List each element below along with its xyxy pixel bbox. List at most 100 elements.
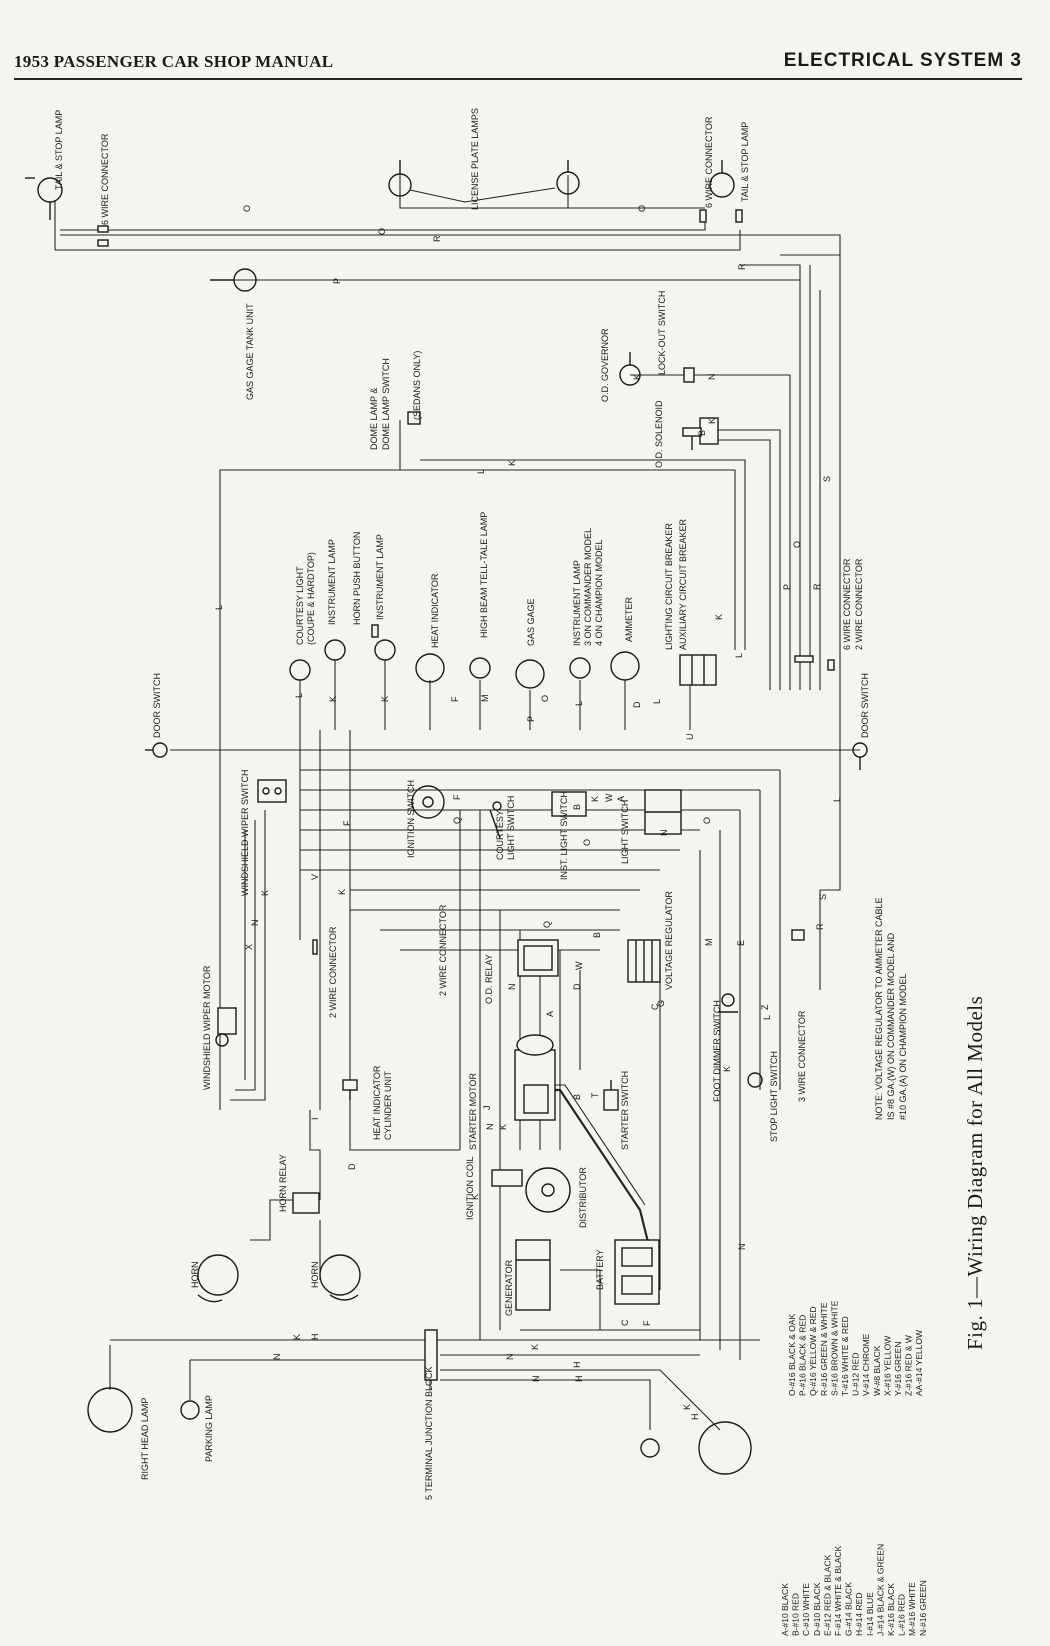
label-inst-light-switch: INST. LIGHT SWITCH (559, 791, 569, 880)
wire-letter: B (592, 932, 602, 938)
od-solenoid-icon (682, 417, 719, 450)
gas-gage-tank-unit-icon (210, 268, 257, 292)
battery-icon (614, 1239, 660, 1305)
wire-letter: R (737, 263, 747, 270)
label-two-wire-connector-lower: 2 WIRE CONNECTOR (328, 926, 338, 1018)
legend-entry: M-#16 WHITE (907, 1582, 917, 1636)
wire-letter: F (642, 1320, 652, 1326)
dome-lamp-switch-icon (407, 411, 421, 425)
wire-letter: J (482, 1106, 492, 1111)
courtesy-light-switch-icon (489, 801, 502, 839)
legend-entry: T-#16 WHITE & RED (840, 1316, 850, 1396)
section-title: ELECTRICAL SYSTEM 3 (783, 50, 1022, 71)
tail-stop-lamp-left-icon (25, 177, 63, 220)
wire-letter: P (782, 584, 792, 590)
page-header: 1953 PASSENGER CAR SHOP MANUAL ELECTRICA… (0, 0, 1050, 90)
horn-1-icon (197, 1254, 239, 1303)
wire-letter: F (452, 794, 462, 800)
wire-letter: K (260, 890, 270, 896)
label-stop-light-switch: STOP LIGHT SWITCH (769, 1051, 779, 1142)
wire-letter: K (507, 460, 517, 466)
label-courtesy-light-1: (COUPE & HARDTOP) (306, 552, 316, 645)
label-dome-lamp-switch-0: DOME LAMP & (369, 388, 379, 450)
wire-letter: Q (452, 817, 462, 824)
figure-caption: Fig. 1—Wiring Diagram for All Models (963, 996, 987, 1350)
high-beam-lamp-icon (469, 657, 491, 679)
wire-letter: K (707, 418, 717, 424)
header-rule (14, 78, 1022, 80)
wire-letter: N (707, 374, 717, 381)
legend-entry: B-#10 RED (791, 1593, 801, 1636)
wire-letter: E (736, 940, 746, 946)
note-line: IS #8 GA.(W) ON COMMANDER MODEL AND (886, 932, 896, 1120)
wire-letter: K (530, 1344, 540, 1350)
legend-entry: J-#14 BLACK & GREEN (875, 1544, 885, 1636)
wire-letter: A (545, 1011, 555, 1017)
label-horn-2: HORN (310, 1262, 320, 1289)
legend-entry: F-#14 WHITE & BLACK (833, 1545, 843, 1636)
six-wire-connector-mid-icon (794, 655, 814, 663)
ignition-switch-icon (411, 785, 445, 819)
wire-letter: L (214, 605, 224, 610)
wire-letter: C (650, 1003, 660, 1010)
wire-letter: L (734, 653, 744, 658)
wire-letter: F (450, 696, 460, 702)
label-door-switch-right: DOOR SWITCH (860, 673, 870, 738)
label-sedans-only: (SEDANS ONLY) (412, 351, 422, 420)
inst-light-switch-icon (551, 791, 587, 817)
wire-letter: O (242, 205, 252, 212)
ignition-coil-icon (491, 1169, 523, 1187)
legend-entry: V-#14 CHROME (861, 1333, 871, 1396)
wire-letter: N (737, 1244, 747, 1251)
label-instrument-lamp-3-1: 3 ON COMMANDER MODEL (583, 528, 593, 646)
label-tail-stop-lamp-left: TAIL & STOP LAMP (54, 110, 64, 190)
wire-letter: D (632, 701, 642, 708)
label-right-head-lamp: RIGHT HEAD LAMP (140, 1398, 150, 1480)
label-heat-indicator-unit-0: HEAT INDICATOR (372, 1065, 382, 1140)
label-horn-push-button: HORN PUSH BUTTON (352, 532, 362, 625)
wire-letter: L (294, 693, 304, 698)
wire-letter: K (714, 614, 724, 620)
voltage-regulator-icon (627, 939, 661, 983)
junction-block-icon (424, 1329, 438, 1381)
wire-letter: K (590, 796, 600, 802)
manual-title: 1953 PASSENGER CAR SHOP MANUAL (14, 52, 334, 71)
legend-entry: A-#10 BLACK (780, 1583, 790, 1636)
label-instrument-lamp-3-2: 4 ON CHAMPION MODEL (594, 539, 604, 646)
instrument-lamp-3-icon (569, 657, 591, 679)
wire-letter: K (328, 696, 338, 702)
wire-letter: D (347, 1163, 357, 1170)
wire-letter: O (377, 228, 387, 235)
wire-letter: R (815, 923, 825, 930)
windshield-wiper-motor-icon (215, 1007, 237, 1047)
label-gas-gage-tank-unit: GAS GAGE TANK UNIT (245, 303, 255, 400)
wire-letter: P (526, 716, 536, 722)
wire-letter: I (310, 1117, 320, 1120)
wire-letter: K (380, 696, 390, 702)
two-wire-connector-left-icon (312, 939, 318, 955)
wire-letter: O (792, 541, 802, 548)
door-switch-left-icon (145, 742, 168, 758)
label-two-wire-connector-mid: 2 WIRE CONNECTOR (854, 558, 864, 650)
horn-relay-icon (292, 1192, 320, 1214)
label-instrument-lamp-3-0: INSTRUMENT LAMP (572, 560, 582, 646)
label-starter-switch: STARTER SWITCH (620, 1071, 630, 1150)
six-wire-connector-right-icon (699, 209, 743, 223)
wire-letter: K (337, 889, 347, 895)
label-distributor: DISTRIBUTOR (578, 1167, 588, 1228)
od-relay-icon (517, 939, 559, 977)
label-ammeter: AMMETER (624, 596, 634, 642)
wire-letter: N (505, 1354, 515, 1361)
label-od-solenoid: O.D. SOLENOID (654, 400, 664, 468)
legend-entry: P-#16 BLACK & RED (798, 1315, 808, 1396)
wire-letter: B (572, 804, 582, 810)
wire-letter: U (685, 734, 695, 741)
wire-letter: A (616, 796, 626, 802)
wire-letter: L (574, 701, 584, 706)
label-windshield-wiper-motor: WINDSHIELD WIPER MOTOR (202, 965, 212, 1090)
legend-entry: K-#16 BLACK (886, 1583, 896, 1636)
wire-letter: O (582, 839, 592, 846)
